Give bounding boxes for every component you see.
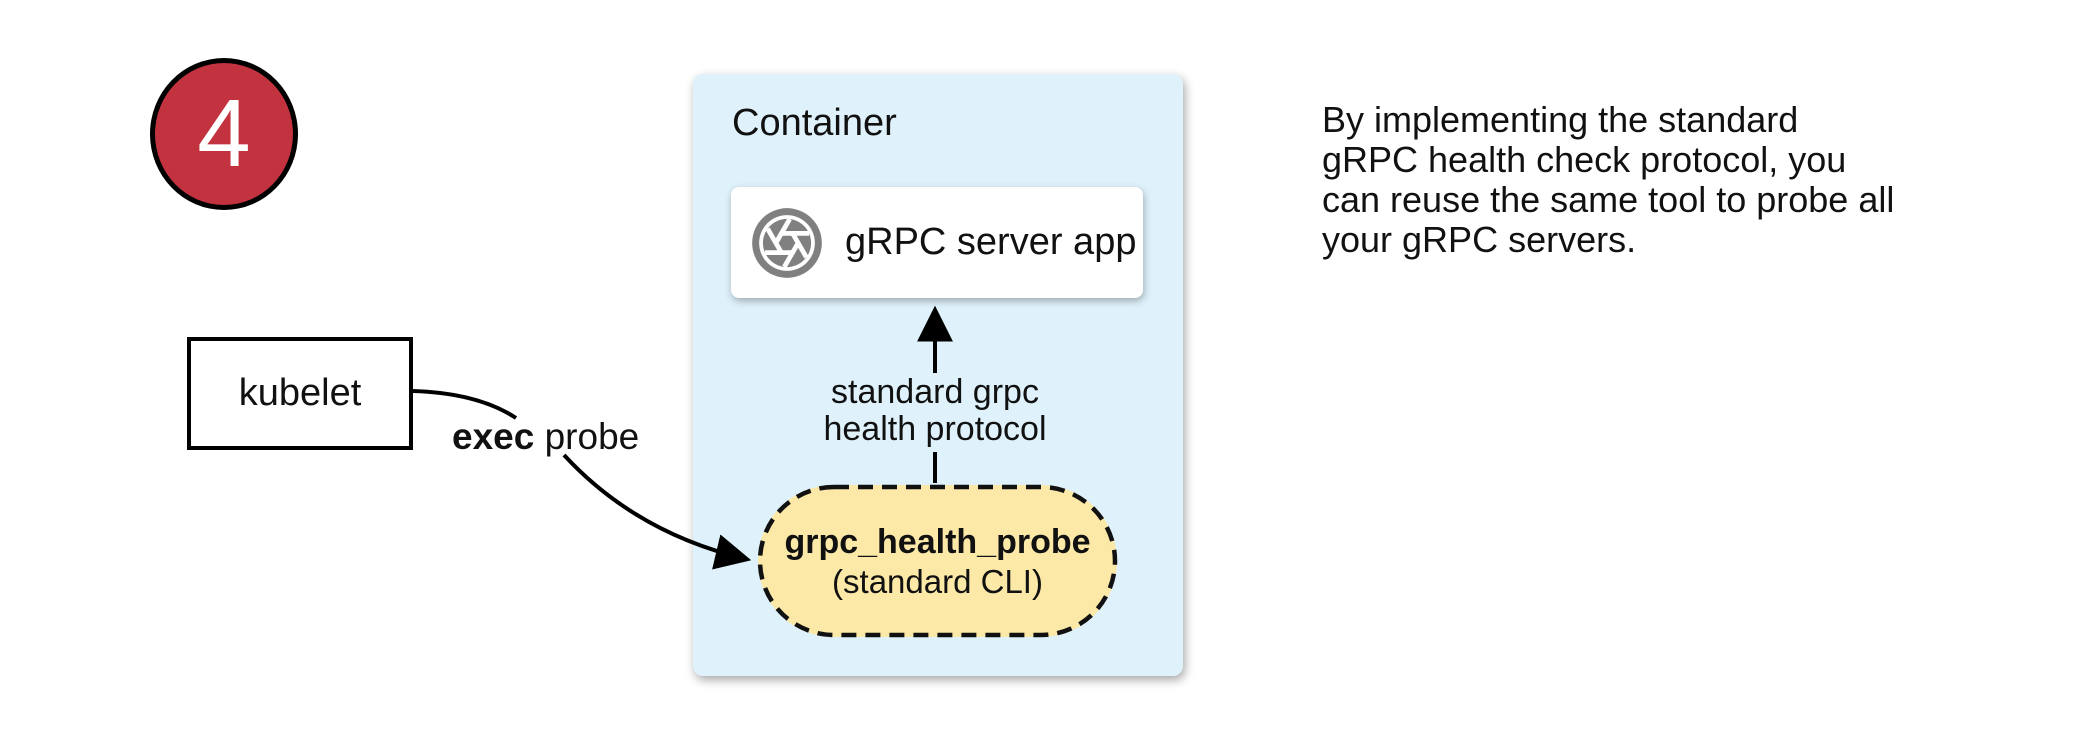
health-protocol-label: standard grpc health protocol [823,373,1047,448]
probe-pill-title: grpc_health_probe [784,523,1091,561]
step-number: 4 [197,80,251,187]
container-group: Container gRPC server app standard grpc … [693,74,1183,676]
exec-probe-label: exec probe [452,416,639,458]
probe-pill-subtitle: (standard CLI) [832,563,1043,600]
container-label: Container [732,102,897,144]
kubelet-label: kubelet [238,372,362,414]
kubelet-node: kubelet [187,337,413,450]
caption-text: By implementing the standard gRPC health… [1322,99,1895,260]
grpc-health-probe-pill: grpc_health_probe (standard CLI) [758,485,1117,637]
step-badge: 4 [150,58,298,210]
aperture-icon [752,207,822,278]
exec-probe-label-rest: probe [534,416,640,457]
grpc-server-box: gRPC server app [731,187,1143,298]
grpc-server-label: gRPC server app [845,221,1137,263]
exec-probe-arrow-start [412,389,518,420]
exec-probe-label-bold: exec [452,416,535,457]
